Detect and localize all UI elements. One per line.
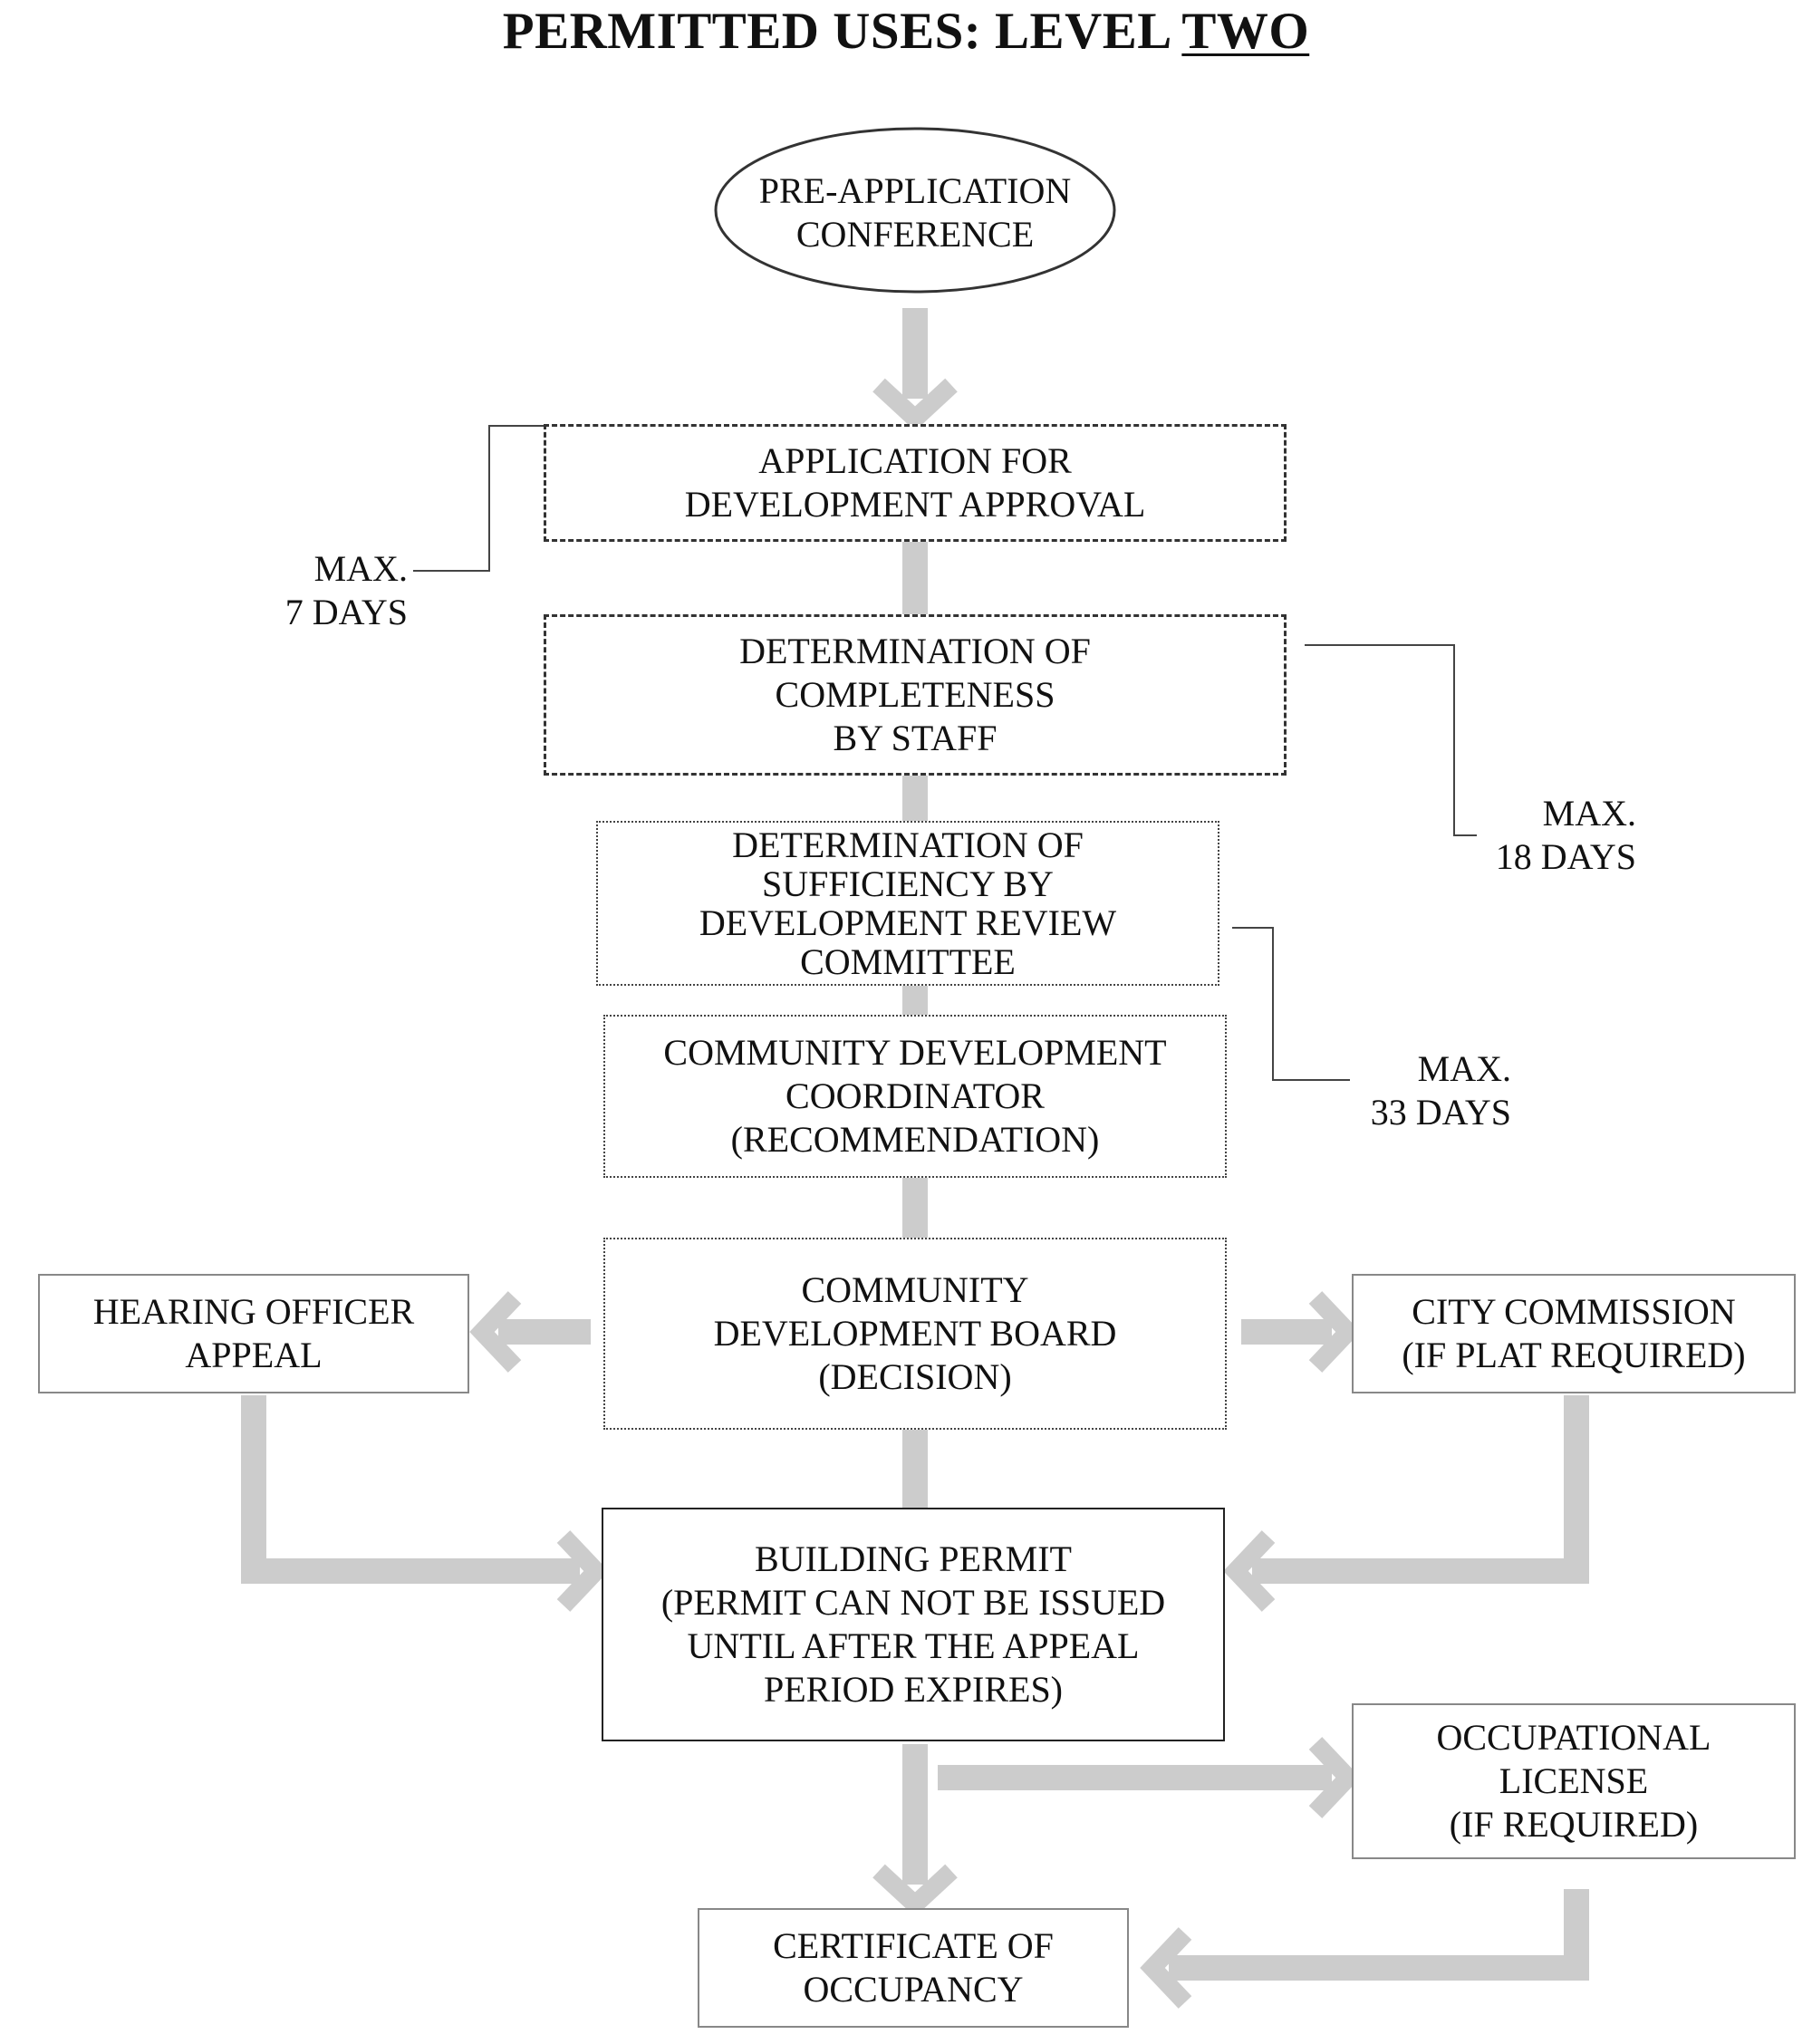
arrowhead-building-right <box>1223 1530 1276 1612</box>
arrowhead-commission <box>1308 1291 1361 1373</box>
timeline-max-33-days: MAX. 33 DAYS <box>1354 1047 1511 1134</box>
spine-arrowhead-3 <box>872 1864 958 1917</box>
arrow-occupational-to-certificate <box>1169 1889 1589 1981</box>
arrowhead-certificate <box>1140 1927 1192 2009</box>
arrowhead-building-left <box>556 1530 609 1612</box>
bracket-7-days <box>413 425 544 572</box>
pre-application-oval <box>714 127 1116 294</box>
bracket-18-days <box>1305 644 1477 836</box>
node-coordinator: COMMUNITY DEVELOPMENT COORDINATOR (RECOM… <box>603 1015 1227 1178</box>
arrowhead-occupational <box>1308 1737 1361 1818</box>
node-board: COMMUNITY DEVELOPMENT BOARD (DECISION) <box>603 1238 1227 1430</box>
timeline-max-18-days: MAX. 18 DAYS <box>1482 792 1636 879</box>
node-application: APPLICATION FOR DEVELOPMENT APPROVAL <box>544 424 1287 542</box>
page-title: PERMITTED USES: LEVEL TWO <box>502 3 1310 60</box>
node-certificate-of-occupancy: CERTIFICATE OF OCCUPANCY <box>698 1908 1129 2028</box>
arrow-commission-to-building <box>1252 1395 1589 1584</box>
node-completeness: DETERMINATION OF COMPLETENESS BY STAFF <box>544 614 1287 776</box>
bracket-33-days <box>1232 927 1350 1081</box>
page-title-underlined: TWO <box>1181 3 1310 60</box>
node-city-commission: CITY COMMISSION (IF PLAT REQUIRED) <box>1352 1274 1796 1393</box>
arrow-hearing-to-building <box>241 1395 580 1584</box>
node-occupational-license: OCCUPATIONAL LICENSE (IF REQUIRED) <box>1352 1703 1796 1859</box>
node-sufficiency: DETERMINATION OF SUFFICIENCY BY DEVELOPM… <box>596 821 1219 986</box>
node-hearing-officer: HEARING OFFICER APPEAL <box>38 1274 469 1393</box>
spine-arrowhead-1 <box>872 378 958 431</box>
arrowhead-hearing <box>469 1291 522 1373</box>
node-building-permit: BUILDING PERMIT (PERMIT CAN NOT BE ISSUE… <box>602 1508 1225 1741</box>
timeline-max-7-days: MAX. 7 DAYS <box>226 547 408 634</box>
node-pre-application: PRE-APPLICATION CONFERENCE <box>758 170 1072 255</box>
